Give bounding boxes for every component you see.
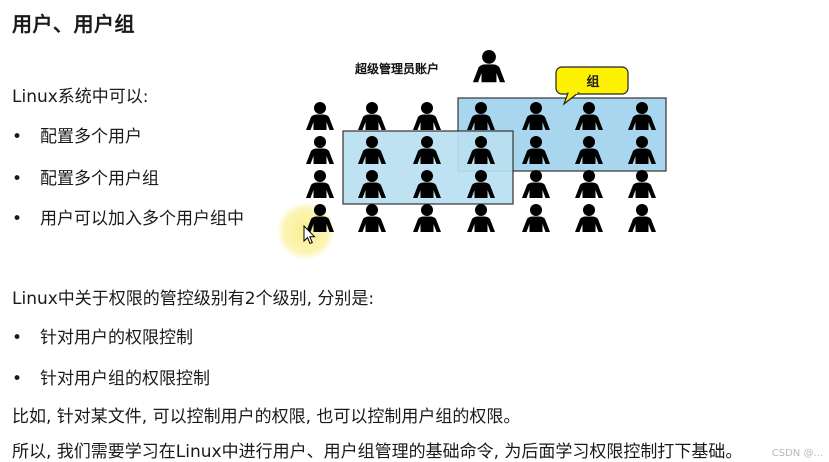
example-text: 比如, 针对某文件, 可以控制用户的权限, 也可以控制用户组的权限。 [12,407,521,427]
person-icon [522,136,550,164]
mouse-cursor-icon [303,225,316,245]
level-text: 针对用户的权限控制 [40,328,193,348]
person-icon [575,102,603,130]
person-icon [306,136,334,164]
person-icon [467,102,495,130]
person-icon [413,170,441,198]
person-icon [628,136,656,164]
person-icon [358,136,386,164]
bullet: • [12,209,23,229]
person-icon [358,204,386,232]
person-icon [413,204,441,232]
capability-text: 用户可以加入多个用户组中 [40,209,244,229]
level-item: • 针对用户的权限控制 [12,323,193,348]
person-icon [575,136,603,164]
person-icon [628,204,656,232]
person-icon [467,204,495,232]
person-icon [522,102,550,130]
person-icon [467,136,495,164]
person-icon [413,136,441,164]
page-title: 用户、用户组 [12,12,135,36]
people-layer [306,50,656,232]
level-item: • 针对用户组的权限控制 [12,364,210,389]
person-icon [628,102,656,130]
capability-text: 配置多个用户组 [40,169,159,189]
group-label: 组 [586,74,599,90]
bullet: • [12,369,23,389]
diagram-canvas: 组 超级管理员账户 [306,50,667,232]
admin-person-icon [472,50,506,83]
person-icon [358,170,386,198]
watermark: CSDN @... [771,448,823,459]
group-callout: 组 [555,66,629,106]
person-icon [628,170,656,198]
person-icon [522,170,550,198]
capability-text: 配置多个用户 [40,127,142,147]
levels-intro: Linux中关于权限的管控级别有2个级别, 分别是: [12,289,375,309]
intro-text: Linux系统中可以: [12,87,149,107]
bullet: • [12,328,23,348]
bullet: • [12,127,23,147]
person-icon [306,170,334,198]
person-icon [306,204,334,232]
person-icon [522,204,550,232]
person-icon [306,102,334,130]
user-group-diagram: 组 超级管理员账户 [296,44,676,244]
person-icon [467,170,495,198]
bullet: • [12,169,23,189]
admin-label: 超级管理员账户 [354,61,439,76]
conclusion-text: 所以, 我们需要学习在Linux中进行用户、用户组管理的基础命令, 为后面学习权… [12,442,743,462]
capability-item: • 用户可以加入多个用户组中 [12,204,244,229]
person-icon [575,170,603,198]
capability-item: • 配置多个用户 [12,122,142,147]
person-icon [413,102,441,130]
level-text: 针对用户组的权限控制 [40,369,210,389]
person-icon [575,204,603,232]
person-icon [358,102,386,130]
capability-item: • 配置多个用户组 [12,164,159,189]
